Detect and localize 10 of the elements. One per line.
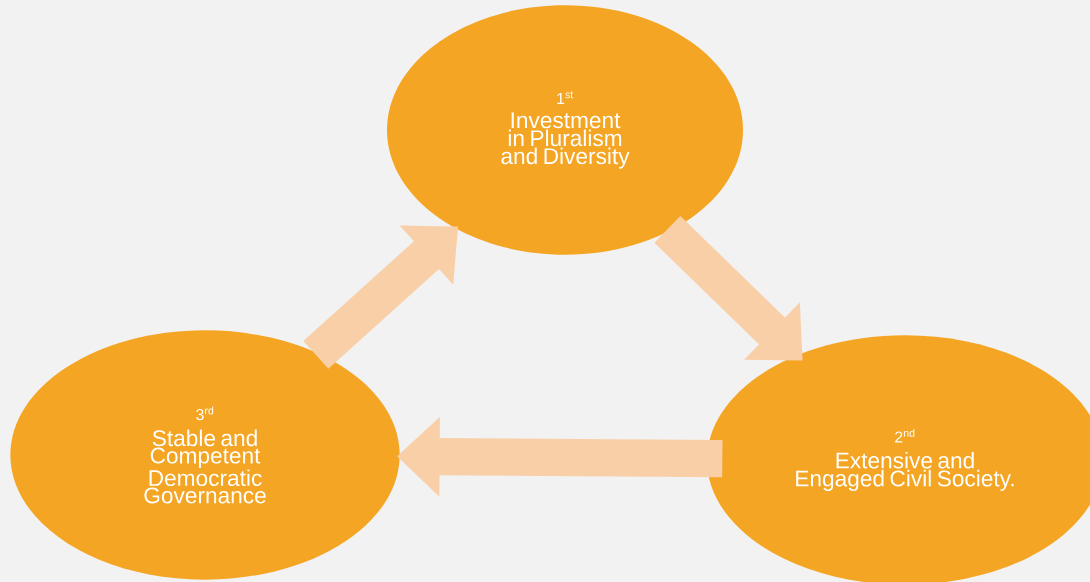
block-arrow bbox=[303, 225, 458, 369]
ordinal-label: 3$^{rd}$ bbox=[196, 406, 214, 421]
ordinal-label: 2$^{nd}$ bbox=[895, 429, 915, 443]
ellipse-label: Extensive and Engaged Civil Society. bbox=[796, 451, 1014, 491]
ellipse bbox=[387, 5, 743, 255]
block-arrow bbox=[654, 215, 803, 361]
ellipse-label: Stable and Competent Democratic Governance bbox=[144, 429, 266, 504]
ellipse bbox=[10, 330, 400, 580]
ordinal-label: 1$^{st}$ bbox=[557, 91, 574, 104]
ellipse-label: Investment in Pluralism and Diversity bbox=[501, 112, 630, 169]
